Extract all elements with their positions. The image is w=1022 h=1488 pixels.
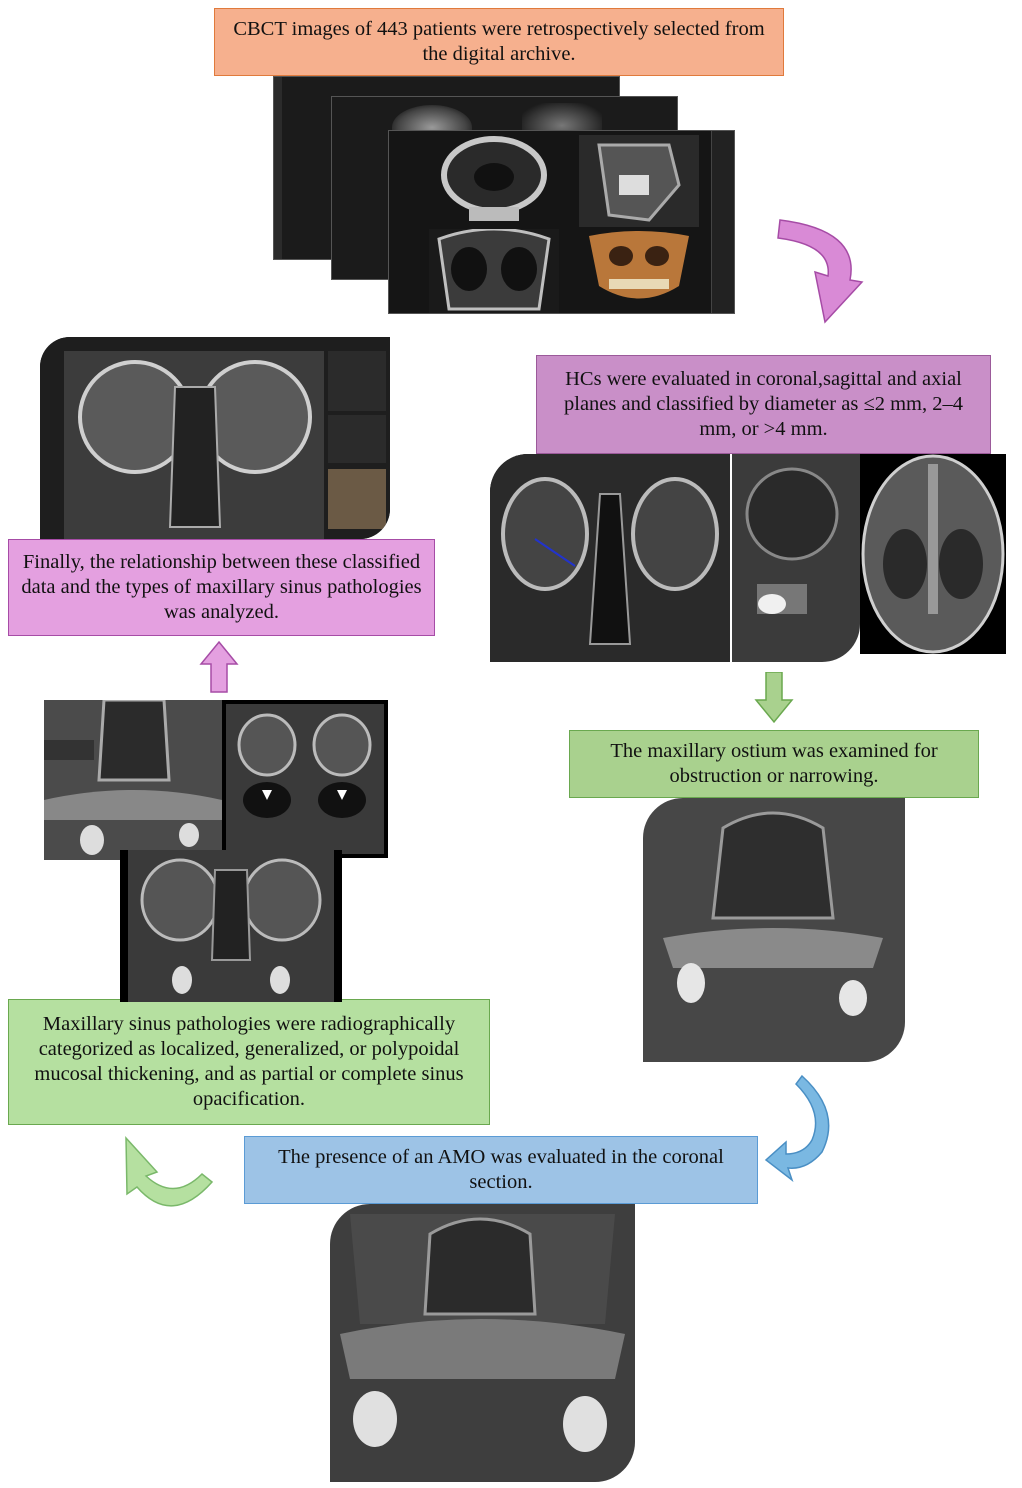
pathology-image-1 <box>44 700 222 860</box>
curved-arrow-step1-to-step2 <box>777 219 864 324</box>
step2-box: HCs were evaluated in coronal,sagittal a… <box>536 355 991 454</box>
curved-arrow-step4-to-step5 <box>125 1136 214 1207</box>
step2-text: HCs were evaluated in coronal,sagittal a… <box>564 368 963 440</box>
step6-box: Finally, the relationship between these … <box>8 539 435 636</box>
axial-view <box>429 135 559 227</box>
step5-box: Maxillary sinus pathologies were radiogr… <box>8 999 490 1125</box>
coronal-view <box>429 229 559 313</box>
up-arrow-step5-to-step6 <box>199 640 239 693</box>
step3-text: The maxillary ostium was examined for ob… <box>610 740 938 787</box>
step6-text: Finally, the relationship between these … <box>21 551 422 623</box>
step1-text: CBCT images of 443 patients were retrosp… <box>233 18 765 65</box>
cbct-software-screenshot-front <box>388 130 735 314</box>
hc-sagittal-image <box>732 454 860 662</box>
curved-arrow-step3-to-step4 <box>764 1074 830 1182</box>
step3-box: The maxillary ostium was examined for ob… <box>569 730 979 798</box>
down-arrow-step2-to-step3 <box>754 672 794 724</box>
pathology-image-3 <box>120 850 342 1002</box>
final-analysis-screenshot <box>40 337 390 539</box>
pathology-image-2 <box>222 700 388 858</box>
step1-box: CBCT images of 443 patients were retrosp… <box>214 8 784 76</box>
3d-skull-rendering <box>579 231 699 311</box>
hc-axial-image <box>860 454 1006 654</box>
software-toolbar <box>711 131 734 313</box>
step4-box: The presence of an AMO was evaluated in … <box>244 1136 758 1204</box>
hc-coronal-image <box>490 454 730 662</box>
step5-text: Maxillary sinus pathologies were radiogr… <box>34 1013 464 1110</box>
step4-text: The presence of an AMO was evaluated in … <box>278 1146 724 1193</box>
amo-coronal-image <box>330 1204 635 1482</box>
maxillary-ostium-image <box>643 798 905 1062</box>
sagittal-view <box>579 135 699 227</box>
